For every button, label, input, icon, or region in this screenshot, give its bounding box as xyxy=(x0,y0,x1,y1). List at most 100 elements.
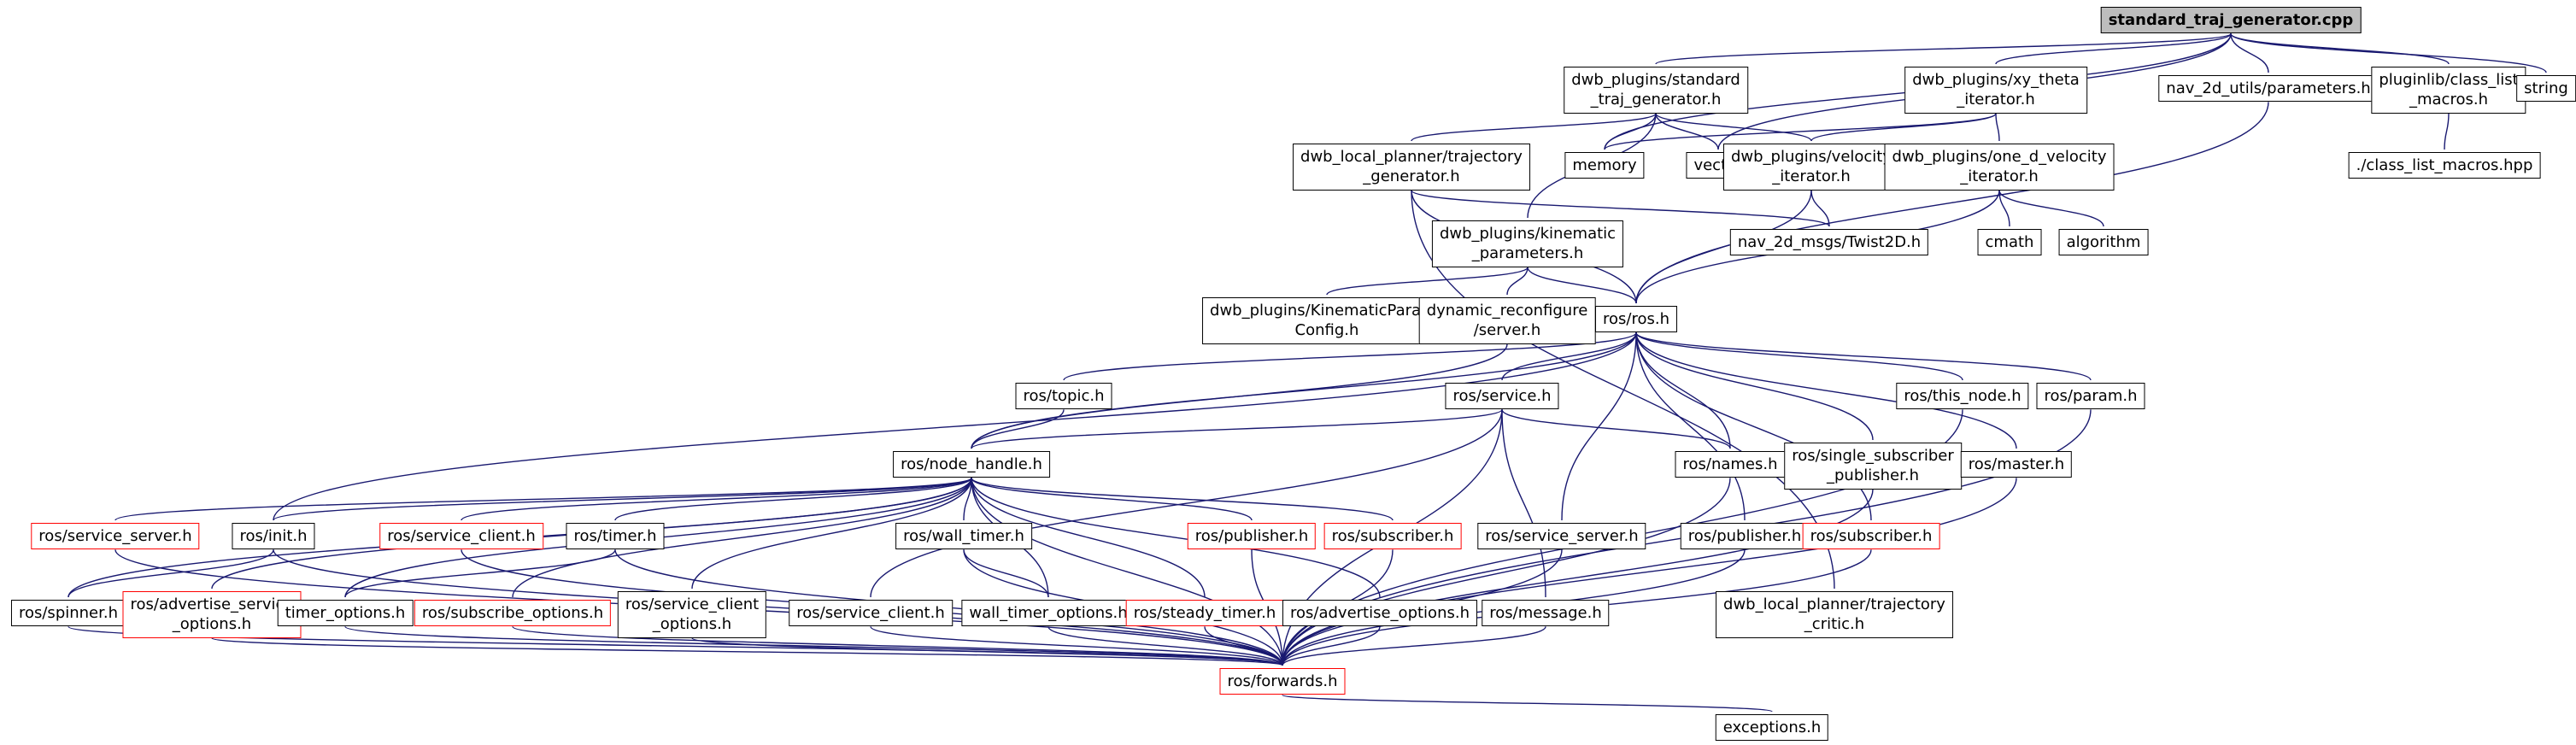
dependency-edge-service_client_right-to-forwards xyxy=(870,625,1283,666)
dependency-edge-std_h-to-traj_generator xyxy=(1411,113,1657,142)
node-timer_options[interactable]: timer_options.h xyxy=(277,600,414,627)
node-ros[interactable]: ros/ros.h xyxy=(1595,306,1677,333)
dependency-edge-ros-to-this_node xyxy=(1635,332,1963,381)
dependency-edge-init-to-forwards xyxy=(273,549,1283,666)
node-node_handle[interactable]: ros/node_handle.h xyxy=(893,451,1050,478)
node-std_h[interactable]: dwb_plugins/standard_traj_generator.h xyxy=(1564,67,1748,114)
node-velocity_iterator[interactable]: dwb_plugins/velocity_iterator.h xyxy=(1722,144,1900,191)
node-algorithm[interactable]: algorithm xyxy=(2058,229,2149,256)
node-publisher_left[interactable]: ros/publisher.h xyxy=(1187,523,1317,550)
dependency-edge-cpp-to-xy_theta xyxy=(1995,32,2232,65)
node-one_d_velocity_iterator[interactable]: dwb_plugins/one_d_velocity_iterator.h xyxy=(1884,144,2115,191)
node-exceptions[interactable]: exceptions.h xyxy=(1715,714,1829,742)
dependency-edge-ros-to-node_handle xyxy=(971,332,1637,449)
node-timer[interactable]: ros/timer.h xyxy=(566,523,665,550)
node-param[interactable]: ros/param.h xyxy=(2036,383,2145,410)
dependency-edge-ros-to-init xyxy=(273,332,1637,521)
node-traj_generator[interactable]: dwb_local_planner/trajectory_generator.h xyxy=(1293,144,1530,191)
dependency-edge-node_handle-to-service_client_options xyxy=(691,478,972,590)
dependency-edge-cpp-to-string xyxy=(2230,32,2547,73)
dependency-edge-kinematic_parameters-to-kinematic_params_config xyxy=(1326,267,1529,296)
node-wall_timer_options[interactable]: wall_timer_options.h xyxy=(961,600,1135,627)
dependency-edge-service-to-message xyxy=(1501,409,1546,598)
dependency-edge-cpp-to-class_list_macros xyxy=(2230,32,2450,65)
dependency-edge-advertise_service_options-to-forwards xyxy=(211,637,1283,666)
node-message[interactable]: ros/message.h xyxy=(1482,600,1610,627)
dependency-edge-node_handle-to-subscriber_left xyxy=(971,477,1394,521)
dependency-edge-node_handle-to-publisher_left xyxy=(971,478,1253,521)
dependency-edge-ros-to-topic xyxy=(1063,331,1637,381)
node-names[interactable]: ros/names.h xyxy=(1675,451,1786,478)
dependency-edge-std_h-to-velocity_iterator xyxy=(1655,113,1812,142)
node-xy_theta[interactable]: dwb_plugins/xy_theta_iterator.h xyxy=(1904,67,2087,114)
dependency-edge-velocity_iterator-to-twist2d xyxy=(1810,190,1830,227)
dependency-edge-xy_theta-to-memory xyxy=(1604,113,1997,150)
dependency-edge-single_subscriber_publisher-to-forwards xyxy=(1282,489,1874,666)
dependency-edge-node_handle-to-steady_timer xyxy=(971,478,1206,598)
dependency-edge-kinematic_parameters-to-dynamic_reconfigure_server xyxy=(1506,267,1529,296)
dependency-edge-message-to-forwards xyxy=(1282,626,1546,666)
dependency-edge-std_h-to-vector xyxy=(1655,113,1719,150)
node-kinematic_parameters[interactable]: dwb_plugins/kinematic_parameters.h xyxy=(1431,220,1624,267)
dependency-edge-xy_theta-to-one_d_velocity_iterator xyxy=(1995,113,2000,142)
dependency-edge-node_handle-to-timer xyxy=(614,477,972,521)
node-publisher_right[interactable]: ros/publisher.h xyxy=(1680,523,1810,550)
node-twist2d[interactable]: nav_2d_msgs/Twist2D.h xyxy=(1729,229,1929,256)
dependency-edge-names-to-forwards xyxy=(1282,478,1731,666)
node-forwards[interactable]: ros/forwards.h xyxy=(1219,668,1346,695)
node-subscribe_options[interactable]: ros/subscribe_options.h xyxy=(414,600,612,627)
node-cpp: standard_traj_generator.cpp xyxy=(2100,7,2362,34)
node-advertise_service_options[interactable]: ros/advertise_service_options.h xyxy=(122,591,302,638)
node-wall_timer[interactable]: ros/wall_timer.h xyxy=(895,523,1032,550)
node-service_client_options[interactable]: ros/service_client_options.h xyxy=(617,591,767,638)
node-subscriber_right[interactable]: ros/subscriber.h xyxy=(1802,523,1940,550)
dependency-edge-node_handle-to-forwards xyxy=(971,478,1283,666)
node-nav2d_params[interactable]: nav_2d_utils/parameters.h xyxy=(2158,75,2379,103)
dependency-edge-init-to-spinner xyxy=(67,549,274,598)
node-service_server_left[interactable]: ros/service_server.h xyxy=(31,523,200,550)
node-service_client_left[interactable]: ros/service_client.h xyxy=(379,523,543,550)
node-this_node[interactable]: ros/this_node.h xyxy=(1896,383,2029,410)
dependency-edge-cpp-to-nav2d_params xyxy=(2230,33,2269,73)
dependency-edge-std_h-to-memory xyxy=(1604,113,1657,150)
dependency-edge-ros-to-single_subscriber_publisher xyxy=(1635,332,1874,441)
dependency-edge-timer_options-to-forwards xyxy=(344,625,1283,666)
dependency-edge-cpp-to-std_h xyxy=(1655,32,2232,65)
dependency-edge-kinematic_parameters-to-ros xyxy=(1527,267,1637,304)
dependency-edge-class_list_macros-to-class_list_macros_hpp xyxy=(2444,113,2450,150)
node-service[interactable]: ros/service.h xyxy=(1445,383,1559,410)
node-cmath[interactable]: cmath xyxy=(1977,229,2042,256)
node-init[interactable]: ros/init.h xyxy=(232,523,315,550)
dependency-edge-service_client_options-to-forwards xyxy=(691,637,1283,666)
node-dynamic_reconfigure_server[interactable]: dynamic_reconfigure/server.h xyxy=(1418,297,1596,344)
dependency-edge-master-to-forwards xyxy=(1282,478,2017,666)
node-service_server_right[interactable]: ros/service_server.h xyxy=(1477,523,1646,550)
dependency-edge-ros-to-master xyxy=(1635,332,2017,449)
node-class_list_macros_hpp[interactable]: ./class_list_macros.hpp xyxy=(2348,152,2541,179)
node-spinner[interactable]: ros/spinner.h xyxy=(10,600,126,627)
dependency-edge-service-to-node_handle xyxy=(971,408,1503,449)
dependency-edge-node_handle-to-service_client_left xyxy=(461,477,972,521)
dependency-edge-wall_timer_options-to-forwards xyxy=(1047,626,1283,666)
node-steady_timer[interactable]: ros/steady_timer.h xyxy=(1125,600,1284,627)
dependency-edge-service-to-service_client_right xyxy=(870,409,1503,598)
node-advertise_options[interactable]: ros/advertise_options.h xyxy=(1282,600,1477,627)
node-topic[interactable]: ros/topic.h xyxy=(1015,383,1112,410)
dependency-edge-topic-to-node_handle xyxy=(971,409,1065,449)
node-service_client_right[interactable]: ros/service_client.h xyxy=(789,600,953,627)
dependency-edge-node_handle-to-subscribe_options xyxy=(512,478,972,598)
node-string[interactable]: string xyxy=(2516,75,2576,103)
node-class_list_macros[interactable]: pluginlib/class_list_macros.h xyxy=(2371,67,2526,114)
node-single_subscriber_publisher[interactable]: ros/single_subscriber_publisher.h xyxy=(1784,443,1962,490)
dependency-edge-velocity_iterator-to-ros xyxy=(1635,190,1812,304)
node-trajectory_critic[interactable]: dwb_local_planner/trajectory_critic.h xyxy=(1716,591,1953,638)
node-master[interactable]: ros/master.h xyxy=(1960,451,2073,478)
dependency-edge-ros-to-service_server_right xyxy=(1561,332,1637,521)
dependency-edge-node_handle-to-advertise_options xyxy=(971,478,1381,598)
dependency-edge-forwards-to-exceptions xyxy=(1282,694,1773,713)
node-memory[interactable]: memory xyxy=(1564,152,1645,179)
node-subscriber_left[interactable]: ros/subscriber.h xyxy=(1323,523,1462,550)
